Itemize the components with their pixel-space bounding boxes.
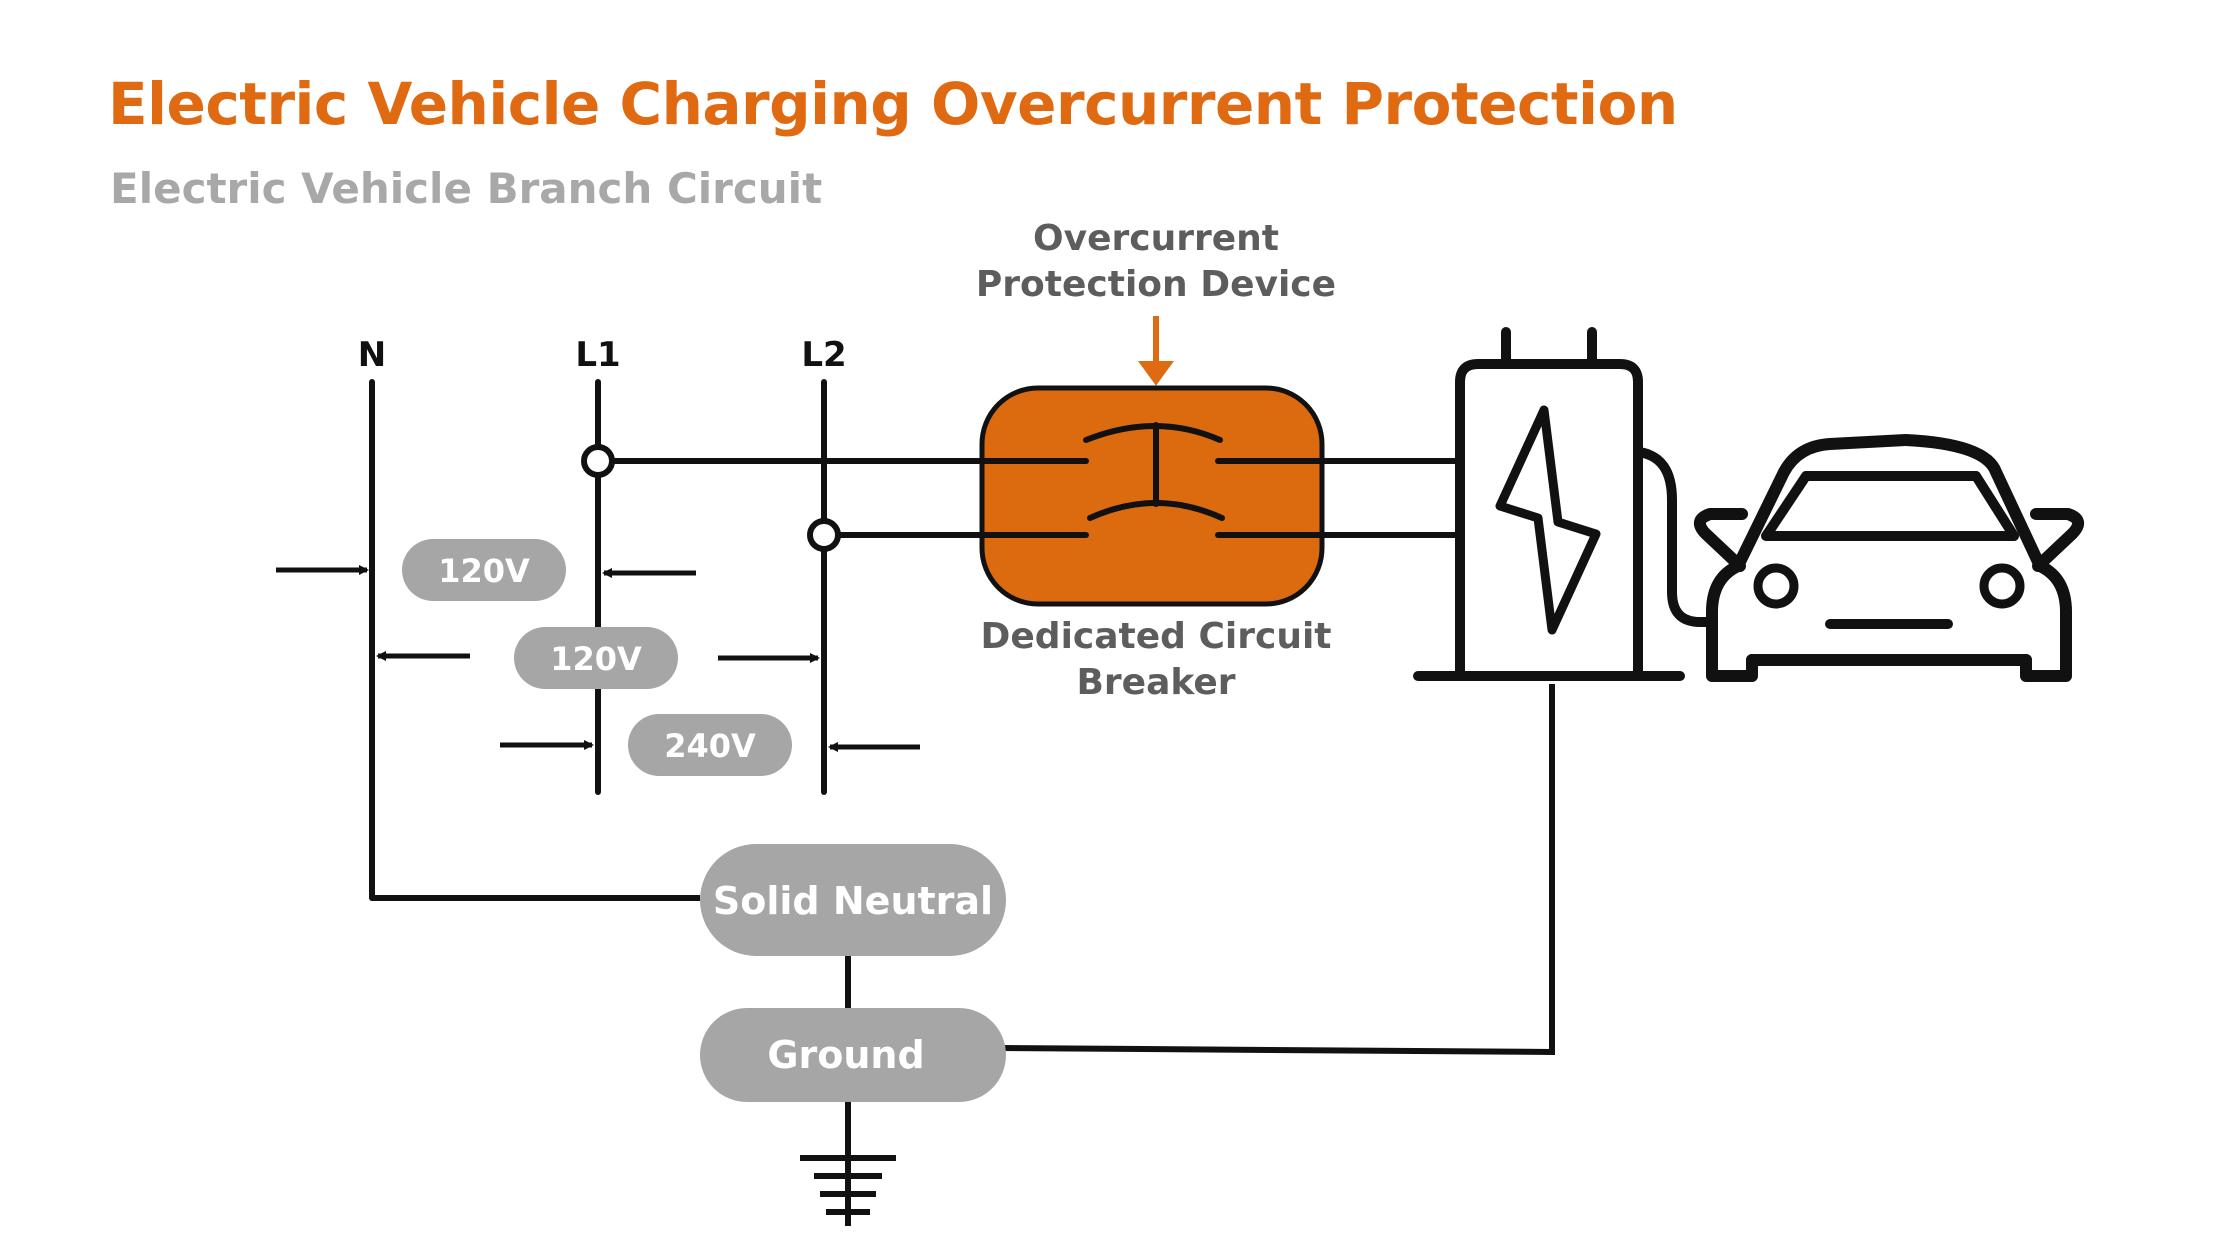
voltage-pill-n-l1: 120V <box>402 539 566 601</box>
ocpd-pointer-arrow <box>1138 316 1174 386</box>
breaker-label-line-1: Dedicated Circuit <box>981 616 1332 657</box>
voltage-pill-n-l2: 240V <box>628 714 792 776</box>
ground-label: Ground <box>767 1033 924 1077</box>
voltage-pill-l1-l2: 120V <box>514 627 678 689</box>
bus-label-l1: L1 <box>575 335 620 375</box>
voltage-label-n-l2: 240V <box>664 727 756 765</box>
ocpd-label-line-1: Overcurrent <box>1033 218 1279 259</box>
bus-label-n: N <box>358 335 386 375</box>
earth-ground-icon <box>800 1155 896 1215</box>
circuit-breaker <box>979 385 1325 607</box>
voltage-label-l1-l2: 120V <box>550 640 642 678</box>
page-subtitle: Electric Vehicle Branch Circuit <box>110 164 823 213</box>
l1-tap-node <box>581 444 615 478</box>
breaker-label-line-2: Breaker <box>1076 662 1235 703</box>
page-title: Electric Vehicle Charging Overcurrent Pr… <box>108 70 1678 138</box>
car-icon <box>1694 434 2084 682</box>
bus-label-l2: L2 <box>801 335 846 375</box>
ev-charger-icon <box>1413 327 1717 681</box>
solid-neutral-label: Solid Neutral <box>713 879 993 923</box>
l2-tap-node <box>807 518 841 552</box>
ocpd-label-line-2: Protection Device <box>976 264 1336 305</box>
voltage-label-n-l1: 120V <box>438 552 530 590</box>
charger-ground-wire <box>999 684 1555 1056</box>
solid-neutral-pill: Solid Neutral <box>700 844 1006 956</box>
ground-pill: Ground <box>700 1008 1006 1102</box>
